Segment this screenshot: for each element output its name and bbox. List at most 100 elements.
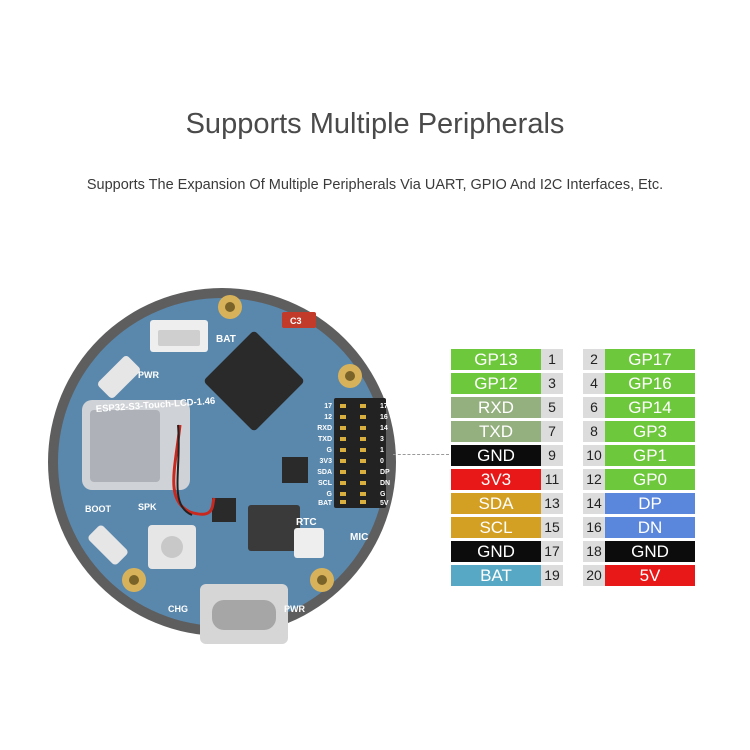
header-label: 12 <box>324 414 332 421</box>
header-label: 5V <box>380 500 389 507</box>
header-label: SDA <box>317 469 332 476</box>
pin-number-left: 7 <box>541 421 563 442</box>
pin-number-left: 1 <box>541 349 563 370</box>
label-pwr: PWR <box>138 370 159 380</box>
pwr-switch <box>98 356 140 398</box>
pin-header <box>334 398 386 508</box>
page-subtitle: Supports The Expansion Of Multiple Perip… <box>86 177 664 193</box>
header-label: 0 <box>380 458 384 465</box>
pin-name-right: GP17 <box>605 349 695 370</box>
mounting-hole <box>317 575 327 585</box>
pin-number-right: 18 <box>583 541 605 562</box>
header-label: 14 <box>380 425 388 432</box>
mounting-hole <box>345 371 355 381</box>
pin-name-left: GP12 <box>451 373 541 394</box>
header-label: 3V3 <box>320 458 333 465</box>
pin-number-left: 15 <box>541 517 563 538</box>
pin-number-right: 20 <box>583 565 605 586</box>
header-label: 17 <box>380 403 388 410</box>
main-chip <box>204 331 304 431</box>
pin-number-right: 12 <box>583 469 605 490</box>
pin-number-left: 5 <box>541 397 563 418</box>
header-connector-line <box>393 454 449 455</box>
small-chip <box>282 457 308 483</box>
header-label: SCL <box>318 480 333 487</box>
label-mic: MIC <box>350 532 368 543</box>
pin-number-left: 13 <box>541 493 563 514</box>
pin-name-left: TXD <box>451 421 541 442</box>
header-label: 1 <box>380 447 384 454</box>
pin-name-left: GND <box>451 541 541 562</box>
header-label: 3 <box>380 436 384 443</box>
pin-name-right: GP3 <box>605 421 695 442</box>
pin-number-right: 6 <box>583 397 605 418</box>
header-left-labels: 17 12 RXD TXD G 3V3 SDA SCL G BAT <box>317 403 333 507</box>
label-bat: BAT <box>216 334 236 345</box>
pin-number-left: 3 <box>541 373 563 394</box>
header-label: G <box>380 491 386 498</box>
pin-name-right: DN <box>605 517 695 538</box>
pin-name-left: SCL <box>451 517 541 538</box>
header-label: DN <box>380 480 390 487</box>
header-pins <box>340 404 366 504</box>
header-label: G <box>327 491 333 498</box>
pin-number-right: 16 <box>583 517 605 538</box>
mounting-hole <box>129 575 139 585</box>
header-label: RXD <box>317 425 332 432</box>
mounting-hole <box>225 302 235 312</box>
small-chip <box>212 498 236 522</box>
header-label: DP <box>380 469 390 476</box>
flex-connector-inner <box>90 410 160 482</box>
pin-name-right: GP1 <box>605 445 695 466</box>
speaker-wire <box>172 424 216 516</box>
header-label: BAT <box>318 500 333 507</box>
pin-name-right: GP14 <box>605 397 695 418</box>
pin-name-left: GP13 <box>451 349 541 370</box>
pin-number-left: 17 <box>541 541 563 562</box>
pin-name-right: DP <box>605 493 695 514</box>
header-label: 16 <box>380 414 388 421</box>
small-chip <box>248 505 300 551</box>
pin-number-left: 11 <box>541 469 563 490</box>
pin-name-right: GP16 <box>605 373 695 394</box>
label-chg: CHG <box>168 604 188 614</box>
header-right-labels: 17 16 14 3 1 0 DP DN G 5V <box>380 403 390 507</box>
pin-number-right: 10 <box>583 445 605 466</box>
header-label: G <box>327 447 333 454</box>
label-pwr-led: PWR <box>284 604 305 614</box>
button-cap <box>161 536 183 558</box>
capacitor <box>282 312 316 328</box>
label-spk: SPK <box>138 502 157 512</box>
label-boot: BOOT <box>85 504 112 514</box>
pin-number-right: 8 <box>583 421 605 442</box>
pin-number-right: 4 <box>583 373 605 394</box>
pin-name-right: GP0 <box>605 469 695 490</box>
page-title: Supports Multiple Peripherals <box>185 108 565 140</box>
pin-name-left: 3V3 <box>451 469 541 490</box>
pin-number-left: 9 <box>541 445 563 466</box>
speaker-wire <box>176 424 193 516</box>
pin-name-left: GND <box>451 445 541 466</box>
pin-name-right: 5V <box>605 565 695 586</box>
header-label: 17 <box>324 403 332 410</box>
label-capacitor: C3 <box>290 316 302 326</box>
battery-connector-slot <box>158 330 200 346</box>
usb-c-opening <box>212 600 276 630</box>
header-label: TXD <box>318 436 332 443</box>
pin-number-right: 2 <box>583 349 605 370</box>
pin-name-left: SDA <box>451 493 541 514</box>
rtc-connector <box>294 528 324 558</box>
label-rtc: RTC <box>296 517 317 528</box>
pin-number-left: 19 <box>541 565 563 586</box>
